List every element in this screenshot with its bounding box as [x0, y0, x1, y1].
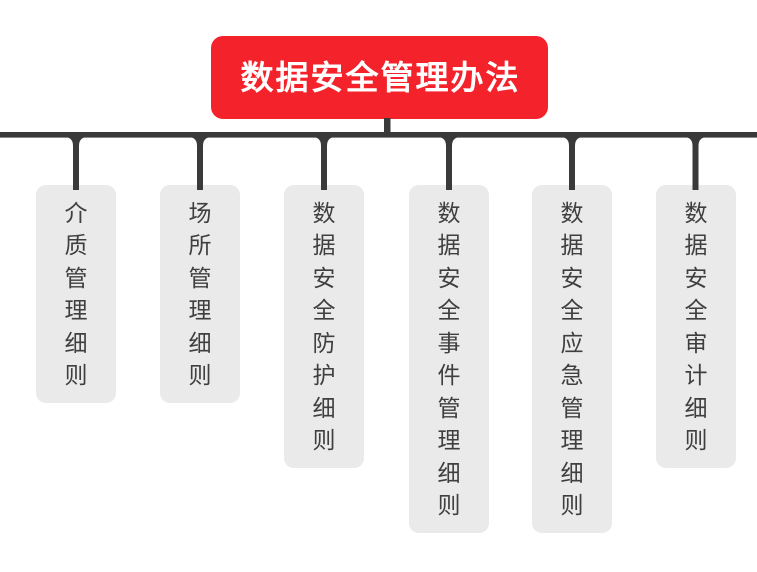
branch-node-site-management[interactable]: 场所管理细则 — [160, 185, 240, 403]
connector-line — [684, 137, 707, 190]
branch-node-label: 场所管理细则 — [188, 199, 212, 389]
root-node[interactable]: 数据安全管理办法 — [211, 36, 548, 119]
connector-line — [65, 137, 87, 190]
branch-node-label: 数据安全防护细则 — [312, 199, 336, 454]
branch-node-label: 介质管理细则 — [64, 199, 88, 389]
connector-line — [561, 137, 583, 190]
branch-node-incident-management[interactable]: 数据安全事件管理细则 — [409, 185, 489, 533]
connector-line — [313, 137, 335, 190]
branch-node-security-protection[interactable]: 数据安全防护细则 — [284, 185, 364, 468]
root-node-label: 数据安全管理办法 — [240, 59, 521, 96]
horizontal-rail-line — [0, 132, 757, 138]
connector-line — [438, 137, 460, 190]
branch-node-emergency-management[interactable]: 数据安全应急管理细则 — [532, 185, 612, 533]
connector-line — [189, 137, 211, 190]
root-stem-line — [384, 118, 391, 137]
branch-node-label: 数据安全应急管理细则 — [560, 199, 584, 519]
branch-node-media-management[interactable]: 介质管理细则 — [36, 185, 116, 403]
branch-node-label: 数据安全事件管理细则 — [437, 199, 461, 519]
branch-node-label: 数据安全审计细则 — [684, 199, 708, 454]
branch-node-security-audit[interactable]: 数据安全审计细则 — [656, 185, 736, 468]
